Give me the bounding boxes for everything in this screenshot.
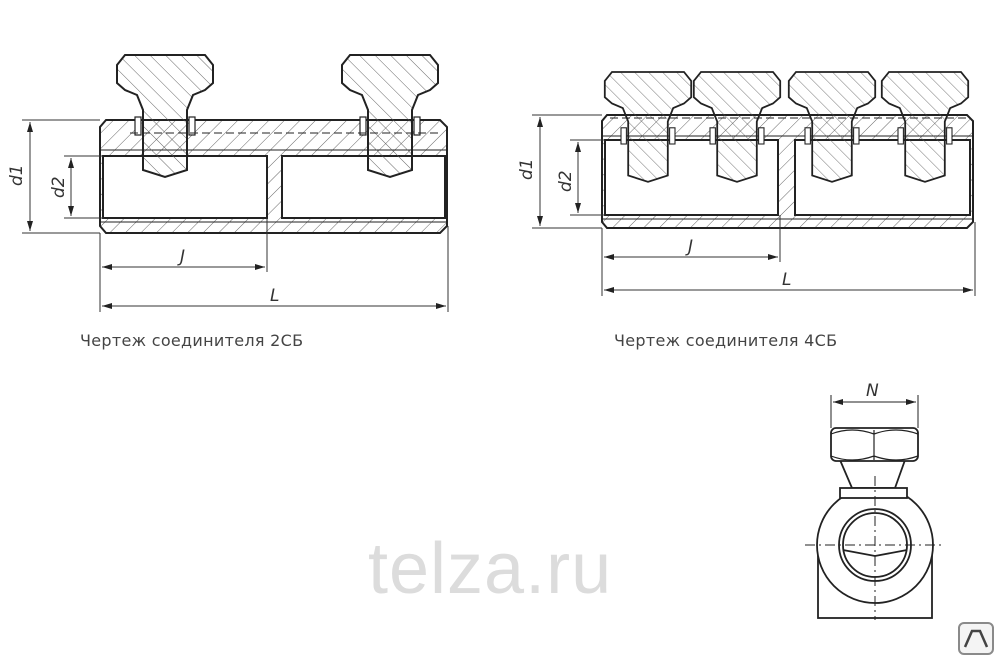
- dimension-j: [99, 218, 268, 312]
- bore-right: [281, 155, 446, 219]
- dimension-d1: [532, 114, 602, 229]
- watermark: telza.ru: [368, 529, 613, 609]
- caption-4sb: Чертеж соединителя 4СБ: [614, 331, 838, 350]
- dimension-n: [830, 395, 919, 428]
- connector-4sb-drawing: d1 d2 J L: [517, 71, 976, 296]
- dim-label-d1: d1: [517, 158, 537, 180]
- dimension-d1: [22, 119, 100, 234]
- connector-2sb-drawing: d1 d2 J L: [7, 54, 449, 312]
- dimension-l: [604, 222, 976, 296]
- dimension-j: [601, 215, 781, 296]
- dim-label-l: L: [782, 270, 791, 290]
- dim-label-n: N: [866, 381, 879, 401]
- dim-label-d1: d1: [7, 164, 27, 186]
- dim-label-j: J: [685, 237, 693, 257]
- dim-label-d2: d2: [556, 170, 576, 192]
- dimension-d2: [570, 139, 605, 216]
- dim-label-j: J: [177, 247, 185, 267]
- dimension-d2: [64, 155, 103, 219]
- caption-2sb: Чертеж соединителя 2СБ: [80, 331, 304, 350]
- site-logo[interactable]: [958, 622, 994, 655]
- dimension-l: [102, 226, 449, 312]
- logo-curve-icon: [963, 629, 989, 648]
- connector-side-view: [805, 395, 945, 620]
- dim-label-d2: d2: [49, 176, 69, 198]
- bolt-neck: [838, 459, 907, 489]
- dim-label-l: L: [270, 286, 279, 306]
